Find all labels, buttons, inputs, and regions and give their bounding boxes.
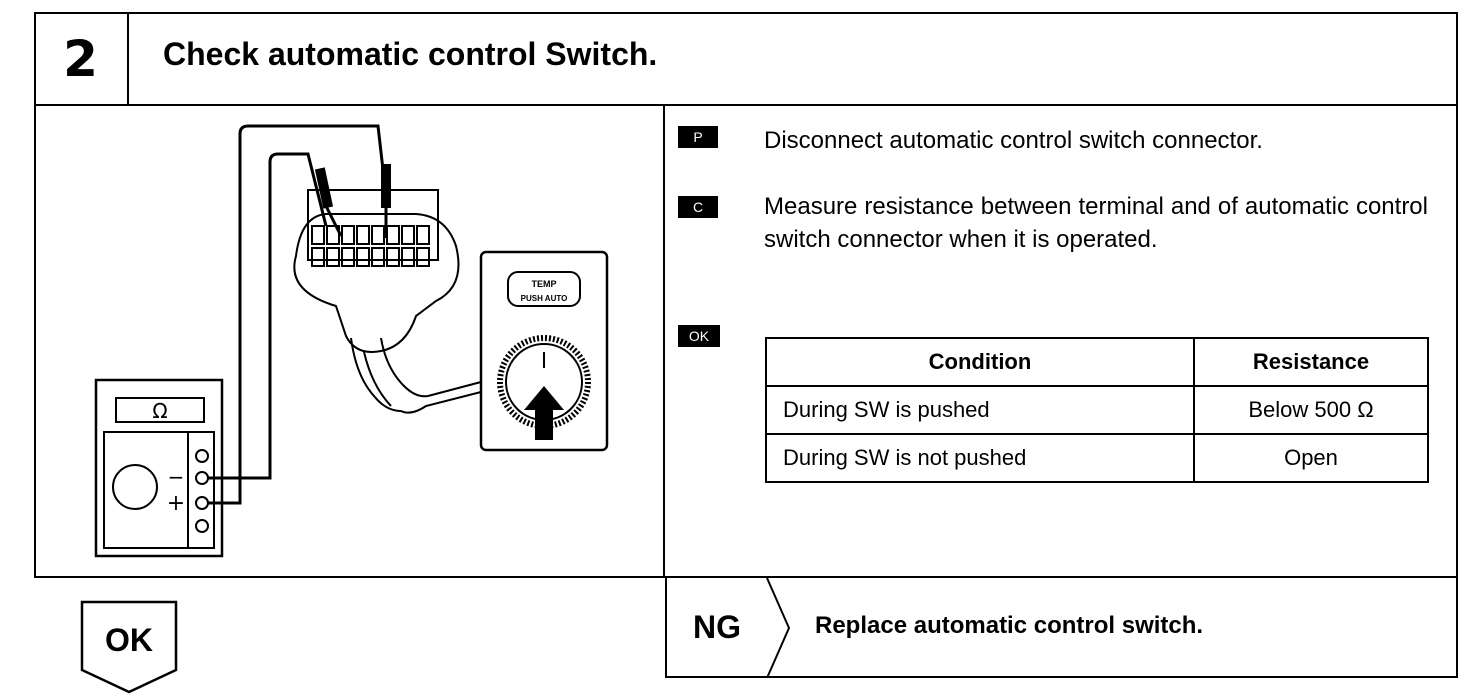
header-condition: Condition [765,337,1195,387]
ng-result-box [665,576,1458,678]
header-resistance: Resistance [1193,337,1429,387]
control-switch-icon: TEMP PUSH AUTO [479,250,609,452]
table-row: During SW is pushed Below 500 Ω [765,385,1429,435]
c-badge: C [678,196,718,218]
step-header [34,12,1458,106]
step-title: Check automatic control Switch. [163,36,658,72]
wiring-diagram: Ω − + [94,124,609,558]
table-row: During SW is not pushed Open [765,433,1429,483]
ng-action-text: Replace automatic control switch. [815,612,1204,639]
instruction-measure: Measure resistance between terminal and … [764,193,1428,253]
resistance-cell: Below 500 Ω [1193,385,1429,435]
connector-icon [293,189,460,353]
svg-text:+: + [167,491,185,516]
wire-harness-icon [350,337,482,414]
resistance-cell: Open [1193,433,1429,483]
step-number-cell: 2 [34,12,129,106]
ng-label: NG [693,609,741,645]
ohm-symbol: Ω [152,399,167,423]
test-leads [208,124,388,505]
condition-cell: During SW is not pushed [765,433,1195,483]
column-divider [663,104,665,578]
instruction-disconnect: Disconnect automatic control switch conn… [764,127,1263,154]
ng-chevron-icon [766,578,791,678]
ok-badge: OK [678,325,720,347]
ok-label: OK [105,622,153,658]
condition-cell: During SW is pushed [765,385,1195,435]
push-arrow-icon [524,386,564,440]
resistance-table: Condition Resistance During SW is pushed… [765,337,1429,483]
svg-text:−: − [168,465,185,489]
knob-label-auto: PUSH AUTO [521,294,568,303]
step-number: 2 [63,30,98,88]
ohmmeter-icon: Ω − + [94,378,224,558]
p-badge: P [678,126,718,148]
table-header-row: Condition Resistance [765,337,1429,387]
knob-label-temp: TEMP [531,279,556,289]
ok-arrow-icon [80,600,178,694]
procedure-frame [34,12,1458,578]
